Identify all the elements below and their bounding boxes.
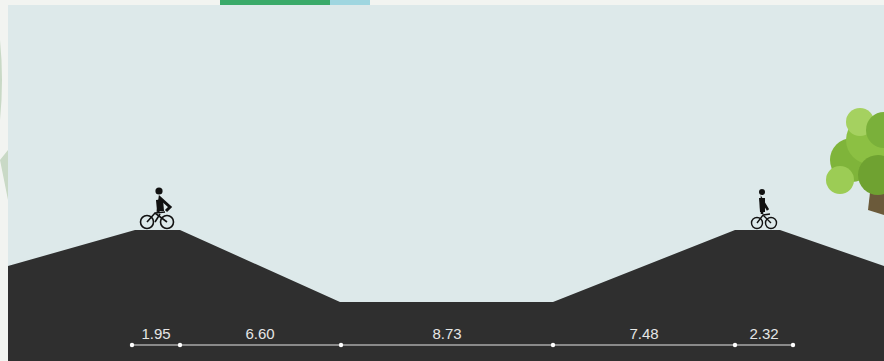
dimension-label: 6.60 (245, 325, 274, 342)
map-fragment (0, 40, 8, 200)
embankment-profile (8, 230, 884, 361)
dimension-label: 2.32 (749, 325, 778, 342)
dimension-label: 8.73 (432, 325, 461, 342)
dimension-label: 7.48 (629, 325, 658, 342)
sky (8, 5, 884, 361)
cyclist (141, 187, 174, 228)
dimension-label: 1.95 (141, 325, 170, 342)
tree (826, 108, 884, 215)
cyclist (752, 189, 777, 229)
dimension-line (130, 343, 795, 347)
